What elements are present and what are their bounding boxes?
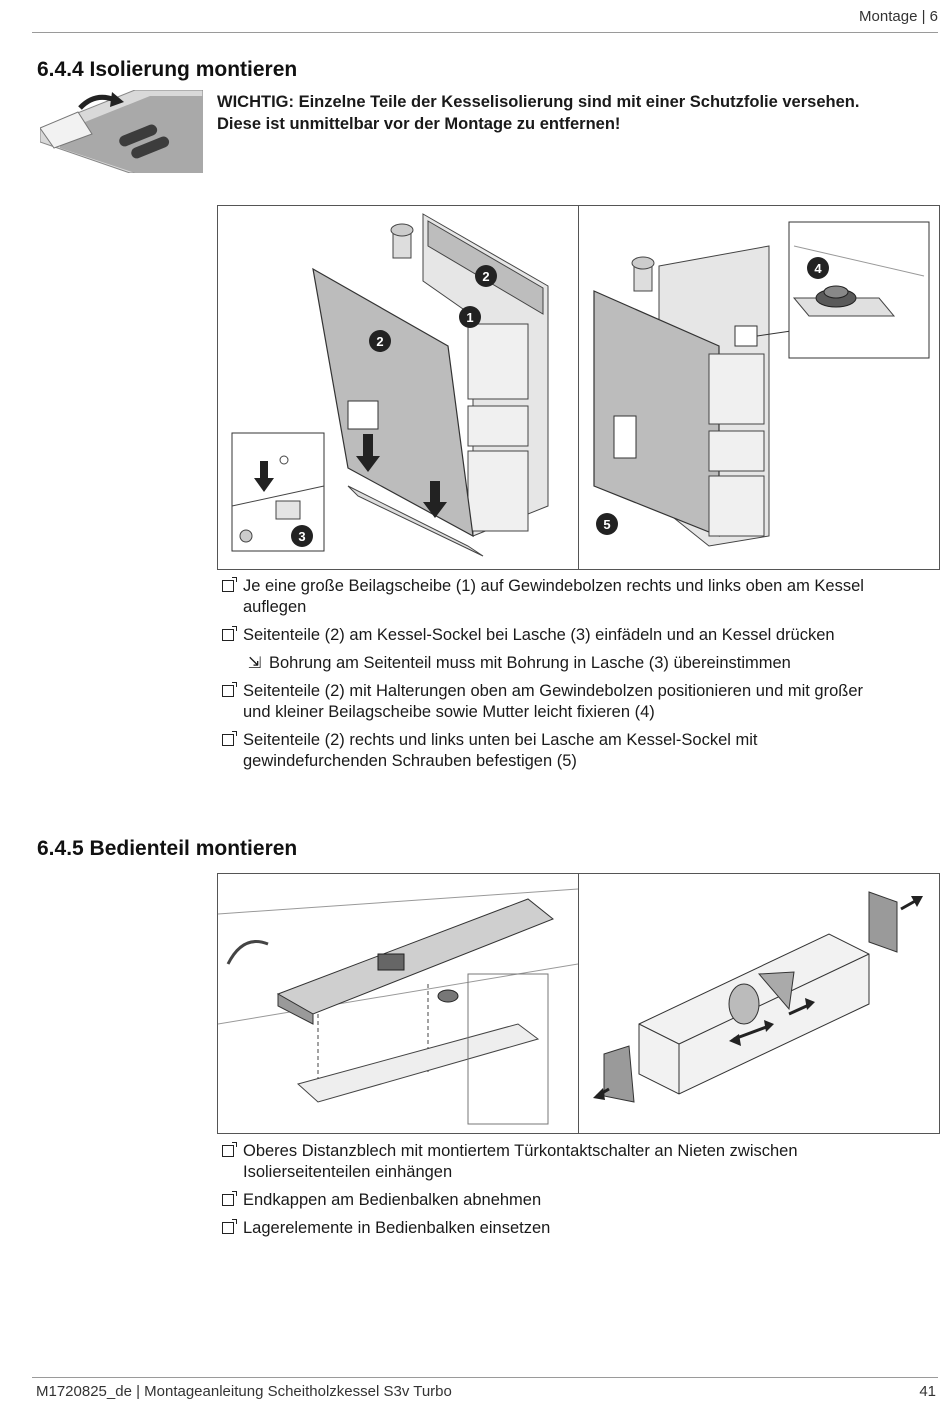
control-unit-figure-left [217, 874, 579, 1133]
boiler-side-panel-drawing: 2 1 2 3 [231, 213, 549, 557]
list-item: Je eine große Beilagscheibe (1) auf Gewi… [222, 576, 937, 618]
step-text: Seitenteile (2) am Kessel-Sockel bei Las… [243, 626, 835, 644]
control-beam-drawing [593, 891, 923, 1103]
spacer-plate-drawing [217, 888, 579, 1125]
footer-document-title: M1720825_de | Montageanleitung Scheithol… [36, 1383, 452, 1400]
checkbox-icon [222, 1142, 237, 1157]
section-title-isolierung: 6.4.4 Isolierung montieren [37, 58, 298, 81]
notice-line-2: Diese ist unmittelbar vor der Montage zu… [217, 115, 621, 133]
control-unit-figure-right [579, 874, 939, 1133]
step-text: auflegen [243, 598, 307, 616]
result-item: ⇲ Bohrung am Seitenteil muss mit Bohrung… [222, 653, 937, 674]
callout-5: 5 [596, 513, 618, 535]
list-item: Seitenteile (2) mit Halterungen oben am … [222, 681, 937, 723]
insulation-figure: 2 1 2 3 [217, 205, 940, 570]
protective-film-icon [40, 90, 203, 173]
svg-text:1: 1 [466, 310, 473, 325]
result-arrow-icon: ⇲ [248, 655, 262, 672]
checkbox-icon [222, 731, 237, 746]
control-unit-figure [217, 873, 940, 1134]
step-text: Seitenteile (2) rechts und links unten b… [243, 731, 758, 749]
list-item: Seitenteile (2) am Kessel-Sockel bei Las… [222, 625, 937, 646]
callout-3: 3 [291, 525, 313, 547]
page-header: Montage | 6 [859, 8, 938, 25]
svg-text:2: 2 [482, 269, 489, 284]
step-text: Seitenteile (2) mit Halterungen oben am … [243, 682, 864, 700]
insulation-figure-right: 4 5 [579, 206, 939, 569]
callout-2-top: 2 [475, 265, 497, 287]
callout-1: 1 [459, 306, 481, 328]
callout-4: 4 [807, 257, 829, 279]
checkbox-icon [222, 626, 237, 641]
header-rule [32, 32, 938, 33]
insulation-figure-left: 2 1 2 3 [218, 206, 579, 569]
control-unit-steps: Oberes Distanzblech mit montiertem Türko… [222, 1141, 937, 1246]
checkbox-icon [222, 1219, 237, 1234]
page-number: 41 [919, 1383, 936, 1400]
insulation-steps: Je eine große Beilagscheibe (1) auf Gewi… [222, 576, 937, 779]
step-text: gewindefurchenden Schrauben befestigen (… [243, 752, 577, 770]
list-item: Seitenteile (2) rechts und links unten b… [222, 730, 937, 772]
checkbox-icon [222, 682, 237, 697]
svg-text:2: 2 [376, 334, 383, 349]
svg-text:4: 4 [814, 261, 822, 276]
list-item: Endkappen am Bedienbalken abnehmen [222, 1190, 937, 1211]
step-text: Isolierseitenteilen einhängen [243, 1163, 453, 1181]
svg-text:3: 3 [298, 529, 305, 544]
result-text: Bohrung am Seitenteil muss mit Bohrung i… [269, 654, 791, 672]
footer-rule [32, 1377, 938, 1378]
boiler-mounted-panel-drawing: 4 5 [593, 221, 930, 547]
important-notice: WICHTIG: Einzelne Teile der Kesselisolie… [217, 91, 937, 135]
section-title-bedienteil: 6.4.5 Bedienteil montieren [37, 837, 298, 860]
step-text: Oberes Distanzblech mit montiertem Türko… [243, 1142, 798, 1160]
step-text: und kleiner Beilagscheibe sowie Mutter l… [243, 703, 655, 721]
step-text: Lagerelemente in Bedienbalken einsetzen [243, 1219, 551, 1237]
step-text: Endkappen am Bedienbalken abnehmen [243, 1191, 542, 1209]
svg-text:5: 5 [603, 517, 610, 532]
checkbox-icon [222, 1191, 237, 1206]
notice-line-1: WICHTIG: Einzelne Teile der Kesselisolie… [217, 93, 860, 111]
callout-2-left: 2 [369, 330, 391, 352]
list-item: Oberes Distanzblech mit montiertem Türko… [222, 1141, 937, 1183]
step-text: Je eine große Beilagscheibe (1) auf Gewi… [243, 577, 864, 595]
checkbox-icon [222, 577, 237, 592]
list-item: Lagerelemente in Bedienbalken einsetzen [222, 1218, 937, 1239]
